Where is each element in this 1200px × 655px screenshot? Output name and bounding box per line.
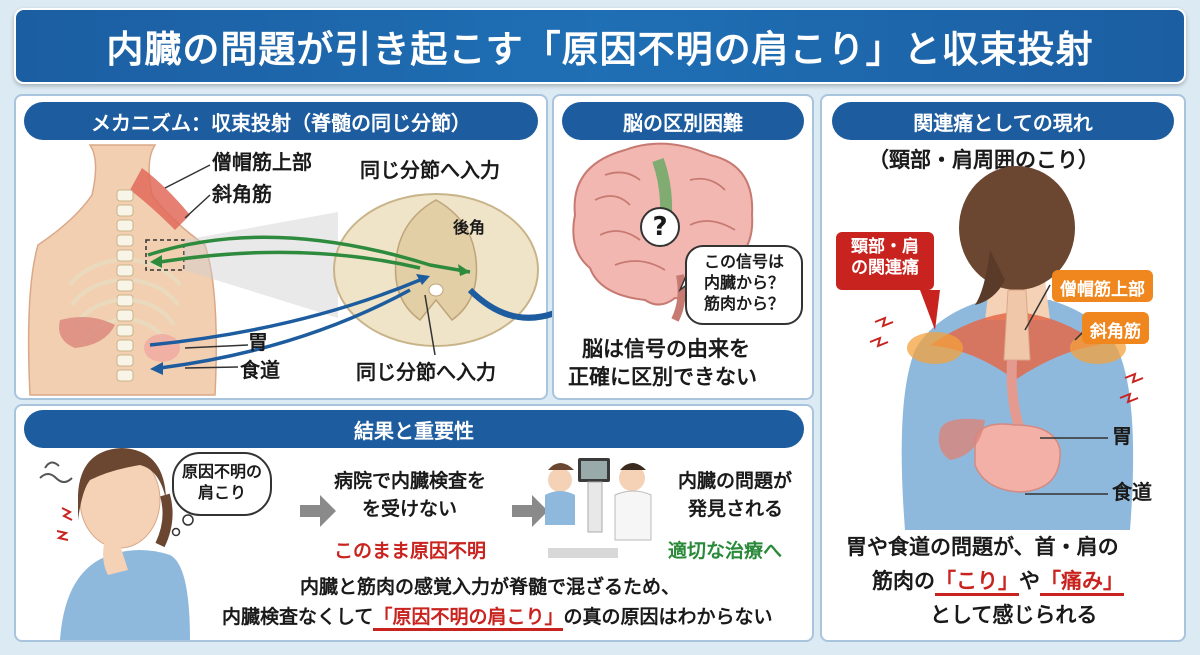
caption-koli: 「こり」	[935, 569, 1019, 596]
summary-line-1: 内臓と筋肉の感覚入力が脊髄で混ざるため、	[300, 576, 681, 598]
step2-line-2: 発見される	[688, 498, 784, 520]
referred-caption-1: 胃や食道の問題が、首・肩の	[846, 535, 1119, 559]
thought-bubble: 原因不明の 肩こり	[172, 452, 272, 516]
caption-2-pre: 筋肉の	[872, 569, 935, 593]
stomach-label-right: 胃	[1112, 424, 1132, 448]
brain-caption-2: 正確に区別できない	[568, 365, 757, 389]
referred-header: 関連痛としての現れ	[832, 102, 1174, 140]
referred-caption-2: 筋肉の「こり」や「痛み」	[872, 568, 1124, 596]
signal-bubble: この信号は 内臓から？ 筋肉から？	[685, 245, 803, 325]
trapezius-tag: 僧帽筋上部	[1052, 270, 1153, 302]
scalene-tag: 斜角筋	[1082, 312, 1149, 344]
referred-pain-tag: 頸部・肩の関連痛	[836, 232, 934, 290]
dorsal-horn-label: 後角	[453, 218, 486, 237]
summary-line-2-pre: 内臓検査なくして	[222, 606, 374, 628]
bubble-line-1: この信号は	[703, 252, 784, 271]
caption-itami: 「痛み」	[1040, 569, 1124, 596]
main-title: 内臓の問題が引き起こす「原因不明の肩こり」と収束投射	[106, 28, 1094, 71]
question-bubble: ?	[640, 207, 680, 247]
step1-line-1: 病院で内臓検査を	[334, 470, 487, 492]
trapezius-label: 僧帽筋上部	[212, 150, 312, 174]
brain-header: 脳の区別困難	[562, 102, 804, 140]
scalene-label: 斜角筋	[212, 182, 272, 206]
mechanism-header: メカニズム：収束投射（脊髄の同じ分節）	[24, 102, 538, 140]
step1-outcome: このまま原因不明	[334, 540, 487, 562]
input-top-label: 同じ分節へ入力	[360, 158, 500, 182]
esophagus-label-right: 食道	[1112, 480, 1152, 504]
thought-line-2: 肩こり	[197, 482, 246, 502]
summary-highlight: 「原因不明の肩こり」	[373, 606, 564, 631]
referred-caption-3: として感じられる	[930, 603, 1098, 627]
bubble-line-2: 内臓から？	[703, 272, 784, 292]
input-bottom-label: 同じ分節へ入力	[356, 360, 496, 384]
summary-line-2: 内臓検査なくして「原因不明の肩こり」の真の原因はわからない	[222, 606, 773, 631]
thought-line-1: 原因不明の	[181, 462, 262, 481]
bubble-line-3: 筋肉から？	[703, 293, 784, 313]
result-header: 結果と重要性	[24, 410, 804, 448]
step2-line-1: 内臓の問題が	[678, 470, 793, 492]
step2-outcome: 適切な治療へ	[668, 540, 783, 562]
caption-2-mid: や	[1019, 569, 1040, 593]
brain-caption-1: 脳は信号の由来を	[582, 337, 750, 361]
step1-line-2: を受けない	[362, 498, 458, 520]
stomach-label-left: 胃	[248, 330, 268, 354]
question-mark: ?	[652, 212, 668, 242]
referred-subtitle: （頸部・肩周囲のこり）	[868, 148, 1099, 172]
summary-line-2-post: の真の原因はわからない	[563, 606, 773, 628]
esophagus-label-left: 食道	[240, 358, 280, 382]
title-banner: 内臓の問題が引き起こす「原因不明の肩こり」と収束投射	[14, 8, 1186, 84]
